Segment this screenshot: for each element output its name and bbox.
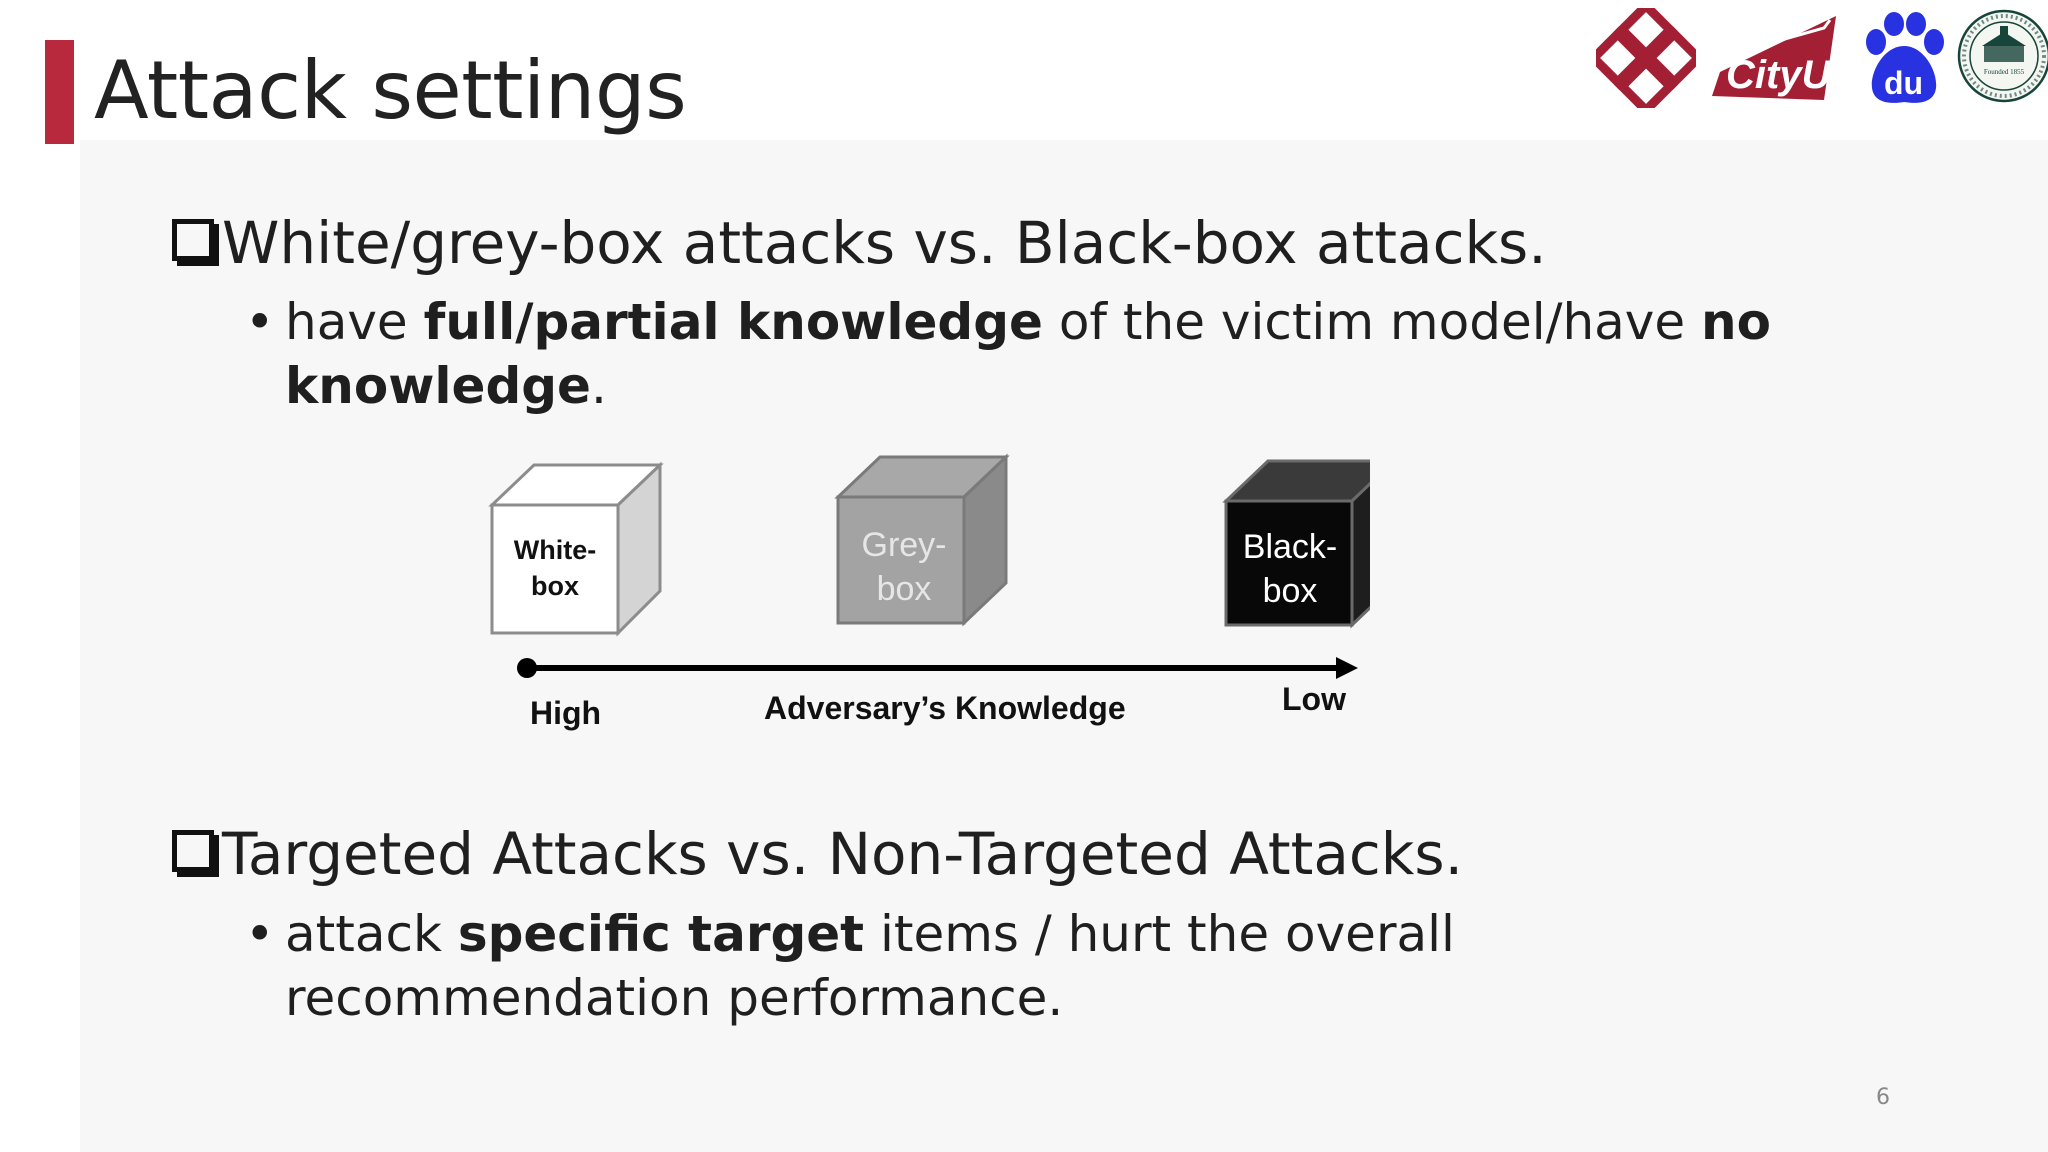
cityu-logo-text: CityU xyxy=(1726,53,1832,97)
title-accent-bar xyxy=(45,40,74,144)
slide-title: Attack settings xyxy=(94,44,687,137)
black-box-cube xyxy=(1222,459,1370,629)
baidu-logo: du xyxy=(1866,12,1944,103)
logo-strip: CityU du Founded 1855 xyxy=(1568,0,2048,122)
section-heading-text: Targeted Attacks vs. Non-Targeted Attack… xyxy=(222,820,1464,888)
bullet-text: attack specific target items / hurt the … xyxy=(285,902,1825,1030)
polyu-logo xyxy=(1596,8,1696,108)
bullet-text-part: have xyxy=(285,293,424,351)
bullet-text: have full/partial knowledge of the victi… xyxy=(285,290,1825,418)
section-heading-targeted-attacks: Targeted Attacks vs. Non-Targeted Attack… xyxy=(172,819,1463,889)
bullet-dot-icon: • xyxy=(245,293,275,351)
grey-box-label: Grey- box xyxy=(840,523,968,611)
cube-label-line: box xyxy=(1262,572,1318,610)
bullet-text-part: attack xyxy=(285,905,458,963)
cityu-logo: CityU xyxy=(1712,16,1836,100)
bullet-text-part: items / hurt the overall recommendation … xyxy=(285,905,1455,1027)
bullet-text-part: . xyxy=(590,357,607,415)
axis-title: Adversary’s Knowledge xyxy=(764,690,1126,726)
knowledge-diagram: White- box Grey- box Black- box High Adv… xyxy=(470,445,1370,745)
bullet-emphasis: specific target xyxy=(457,905,865,963)
white-box-label: White- box xyxy=(492,532,618,604)
msu-logo: Founded 1855 xyxy=(1957,9,2048,103)
knowledge-diagram-graphic xyxy=(488,453,1370,679)
bullet-emphasis: full/partial knowledge xyxy=(423,293,1043,351)
cube-label-line: Black- xyxy=(1242,528,1338,566)
cube-label-line: Grey- xyxy=(861,526,947,564)
bullet-dot-icon: • xyxy=(245,905,275,963)
section-heading-text: White/grey-box attacks vs. Black-box att… xyxy=(222,209,1547,277)
knowledge-axis-arrow xyxy=(517,657,1358,679)
cube-label-line: box xyxy=(530,571,579,601)
checkbox-bullet-icon xyxy=(172,830,214,872)
content-panel xyxy=(80,140,2048,1152)
black-box-label: Black- box xyxy=(1226,525,1354,613)
bullet-text-part: of the victim model/have xyxy=(1042,293,1702,351)
page-number: 6 xyxy=(1876,1085,1890,1110)
white-box-cube xyxy=(488,461,664,637)
cube-label-line: White- xyxy=(513,535,597,565)
checkbox-bullet-icon xyxy=(172,219,214,261)
bullet-emphasis: no knowledge xyxy=(285,293,1771,415)
axis-start-label: High xyxy=(530,695,602,731)
baidu-logo-text: du xyxy=(1884,65,1923,101)
grey-box-cube xyxy=(834,453,1010,627)
section-heading-box-attacks: White/grey-box attacks vs. Black-box att… xyxy=(172,208,1547,278)
cube-label-line: box xyxy=(876,570,932,608)
msu-founded-text: Founded 1855 xyxy=(1984,68,2025,76)
axis-end-label: Low xyxy=(1282,681,1346,717)
